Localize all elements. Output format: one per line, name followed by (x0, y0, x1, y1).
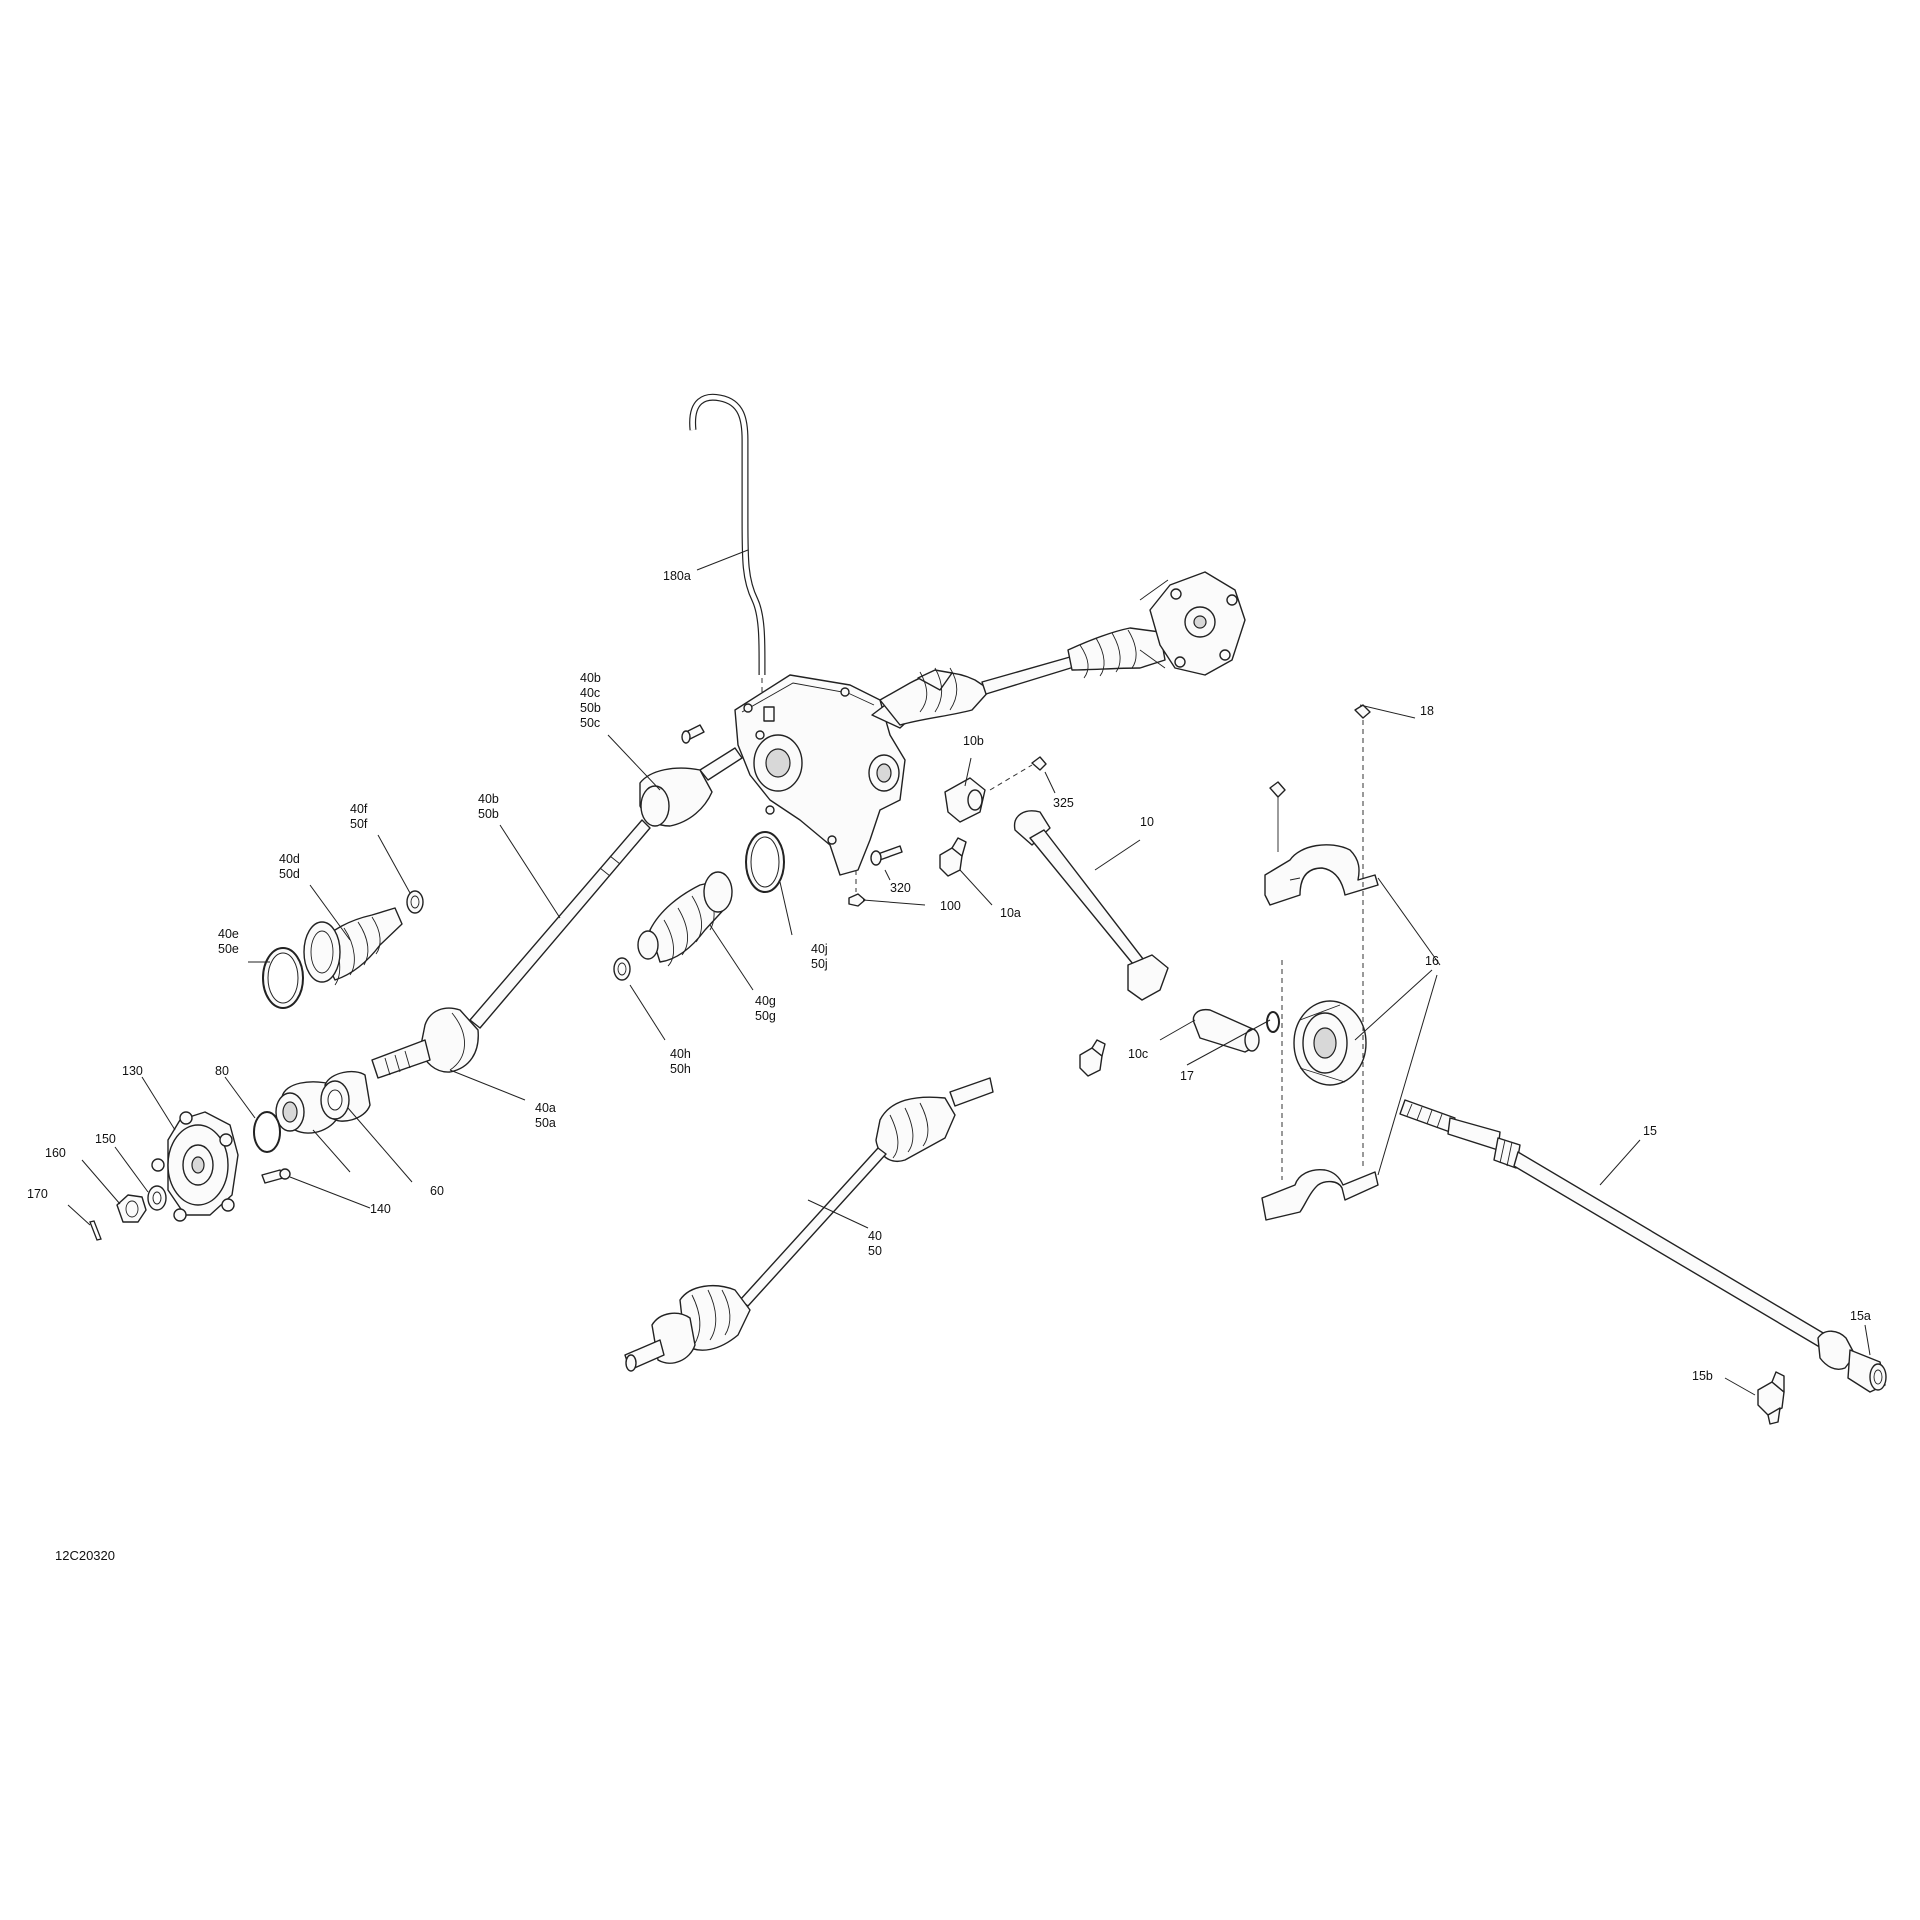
callout-150: 150 (95, 1132, 116, 1146)
callout-80: 80 (215, 1064, 229, 1078)
wheel-bearings-60 (275, 1070, 371, 1134)
center-bearing-16 (1293, 1000, 1367, 1086)
wheel-hub-130 (151, 1111, 239, 1222)
callout-labels: 180a 40b 40c 50b 50c 40b 50b 40f 50f 40d… (27, 569, 1871, 1383)
callout-40e-50e: 40e 50e (218, 927, 242, 956)
vent-hose-180a (689, 393, 766, 712)
wheel-stud-140 (261, 1168, 291, 1184)
callout-40j-50j: 40j 50j (811, 942, 831, 971)
bolt-325 (989, 756, 1047, 791)
washer-150 (147, 1185, 167, 1211)
slip-yoke-10c (1192, 1008, 1260, 1053)
yoke-10b (944, 777, 986, 823)
right-drive-shaft (879, 571, 1246, 726)
large-boot-clamp-40e (262, 947, 304, 1009)
callout-320: 320 (890, 881, 911, 895)
left-drive-shaft (371, 747, 743, 1079)
callout-40g-50g: 40g 50g (755, 994, 779, 1023)
lower-bracket-16 (1261, 1168, 1379, 1221)
callout-40d-50d: 40d 50d (279, 852, 303, 881)
callout-60: 60 (430, 1184, 444, 1198)
callout-140: 140 (370, 1202, 391, 1216)
small-boot-clamp-40h (613, 957, 631, 981)
callout-17: 17 (1180, 1069, 1194, 1083)
callout-10b: 10b (963, 734, 984, 748)
small-boot-clamp-40f (406, 890, 424, 914)
circlip-80 (253, 1111, 281, 1153)
callout-40b-40c-50b-50c: 40b 40c 50b 50c (580, 671, 604, 730)
castle-nut-160 (116, 1194, 147, 1223)
callout-40f-50f: 40f 50f (350, 802, 371, 831)
bolt-housing (681, 724, 705, 744)
callout-15a: 15a (1850, 1309, 1871, 1323)
callout-40b-50b: 40b 50b (478, 792, 502, 821)
callout-170: 170 (27, 1187, 48, 1201)
large-boot-clamp-40j (745, 831, 785, 893)
u-joint-cross-10a (939, 837, 967, 877)
u-joint-cross-15b (1757, 1371, 1785, 1425)
callout-40a-50a: 40a 50a (535, 1101, 559, 1130)
callout-10c: 10c (1128, 1047, 1148, 1061)
bolt-320 (870, 845, 903, 866)
bracket-bolts (1269, 704, 1371, 1180)
complete-drive-shaft-40 (624, 1077, 994, 1372)
ring-17 (1266, 1011, 1280, 1033)
inner-boot-40g (637, 871, 733, 967)
callout-18: 18 (1420, 704, 1434, 718)
callout-15b: 15b (1692, 1369, 1713, 1383)
callout-180a: 180a (663, 569, 691, 583)
callout-100: 100 (940, 899, 961, 913)
differential-housing (734, 674, 931, 876)
cotter-pin-170 (89, 1220, 102, 1241)
u-joint-cross (1079, 1039, 1106, 1077)
bolt-100 (848, 870, 866, 907)
callout-10: 10 (1140, 815, 1154, 829)
callout-325: 325 (1053, 796, 1074, 810)
leader-lines (67, 549, 1871, 1396)
callout-16: 16 (1425, 954, 1439, 968)
callout-40-50: 40 50 (868, 1229, 885, 1258)
callout-15: 15 (1643, 1124, 1657, 1138)
upper-bracket-16 (1264, 844, 1379, 906)
document-id: 12C20320 (55, 1548, 115, 1563)
callout-10a: 10a (1000, 906, 1021, 920)
callout-160: 160 (45, 1146, 66, 1160)
propeller-shaft-15 (1399, 1099, 1887, 1393)
callout-130: 130 (122, 1064, 143, 1078)
outer-boot-40d (303, 907, 403, 986)
callout-40h-50h: 40h 50h (670, 1047, 694, 1076)
propeller-shaft-10 (1013, 810, 1169, 1001)
